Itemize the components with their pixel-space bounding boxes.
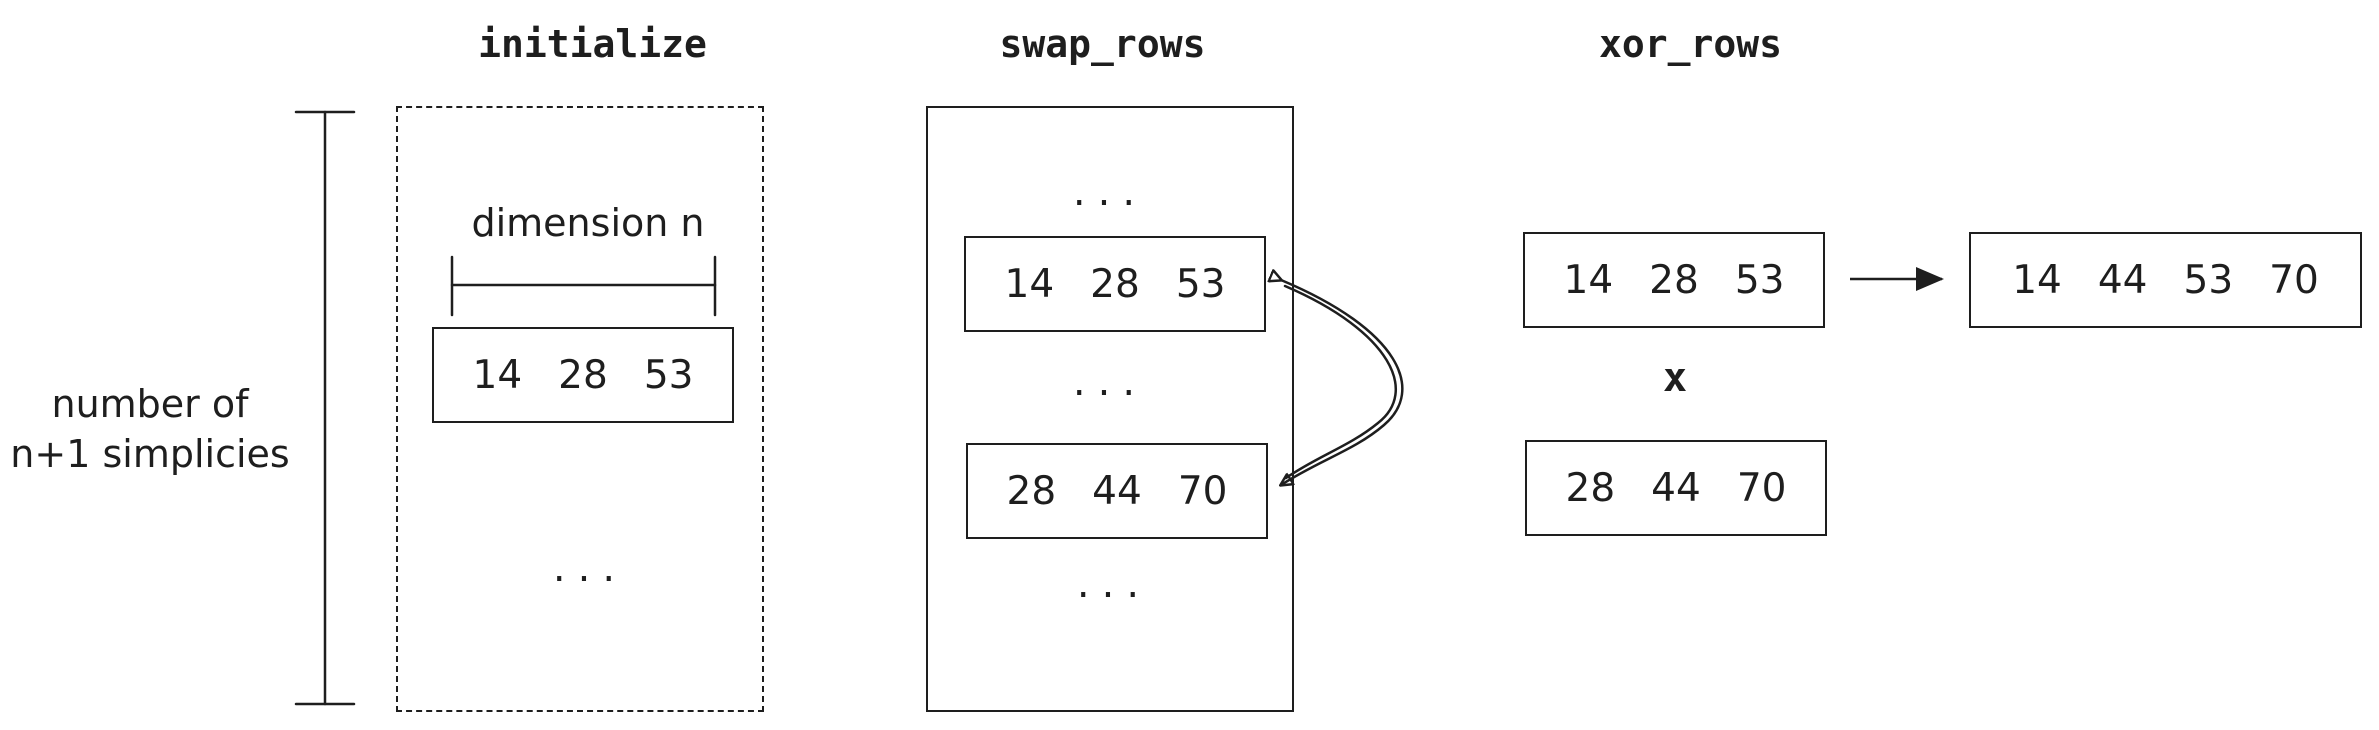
height-bracket (294, 110, 356, 706)
swap-matrix-frame (926, 106, 1294, 712)
dimension-bracket (450, 255, 717, 317)
cell: 44 (2097, 257, 2148, 303)
cell: 70 (1736, 465, 1787, 511)
height-label-line2: n+1 simplicies (10, 432, 290, 476)
cell: 14 (1004, 261, 1055, 307)
cell: 28 (1649, 257, 1699, 303)
cell: 70 (1177, 468, 1228, 514)
cell: 28 (558, 352, 608, 398)
xor-result-row: 14 44 53 70 (1969, 232, 2362, 328)
swap-row-a: 14 28 53 (964, 236, 1266, 332)
xor-row-b: 28 44 70 (1525, 440, 1827, 536)
cell: 14 (472, 352, 523, 398)
swap-ellipsis-top: ... (1072, 169, 1148, 215)
title-initialize: initialize (478, 22, 707, 66)
height-label-line1: number of (51, 382, 249, 426)
cell: 28 (1565, 465, 1616, 511)
initialize-row: 14 28 53 (432, 327, 734, 423)
initialize-ellipsis: ... (552, 545, 628, 591)
cell: 53 (1175, 261, 1226, 307)
swap-row-b: 28 44 70 (966, 443, 1268, 539)
cell: 14 (1563, 257, 1614, 303)
initialize-matrix-frame (396, 106, 764, 712)
xor-row-a: 14 28 53 (1523, 232, 1825, 328)
title-swap-rows: swap_rows (999, 22, 1206, 66)
cell: 44 (1651, 465, 1701, 511)
cell: 53 (1734, 257, 1785, 303)
dimension-label: dimension n (471, 201, 705, 245)
cell: 14 (2012, 257, 2062, 303)
cell: 70 (2269, 257, 2319, 303)
swap-arrow (1281, 280, 1404, 485)
swap-ellipsis-mid: ... (1072, 359, 1148, 405)
cell: 28 (1006, 468, 1057, 514)
xor-operator: x (1662, 355, 1688, 401)
cell: 53 (643, 352, 694, 398)
cell: 28 (1090, 261, 1140, 307)
swap-ellipsis-bottom: ... (1076, 561, 1152, 607)
title-xor-rows: xor_rows (1598, 22, 1783, 66)
cell: 44 (1092, 468, 1142, 514)
cell: 53 (2183, 257, 2234, 303)
